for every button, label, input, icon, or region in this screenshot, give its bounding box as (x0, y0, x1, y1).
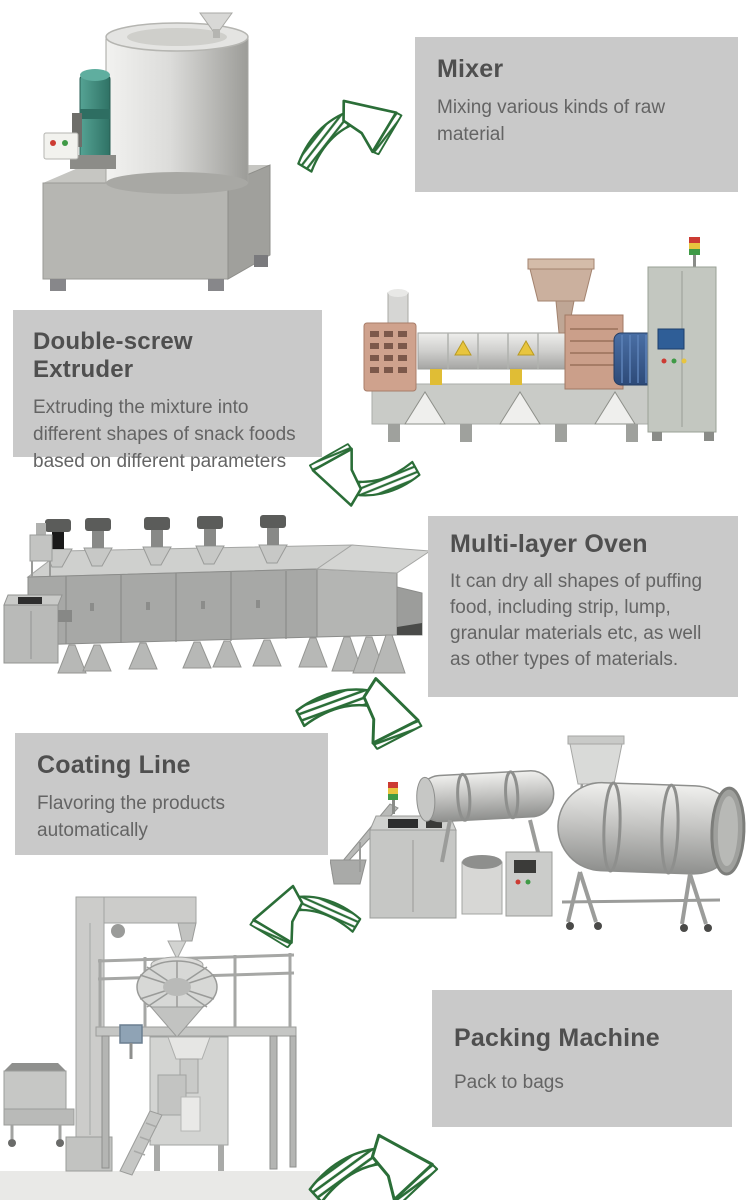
packing-machine-photo (0, 875, 320, 1200)
coating-pump-unit (505, 851, 553, 917)
multi-layer-oven-machine-photo (0, 487, 430, 685)
step-description-extruder: Extruding the mixture into different sha… (33, 397, 296, 472)
packing-info-card: Packing Machine Pack to bags (432, 990, 732, 1127)
coating-control-cabinet (369, 815, 457, 919)
step-description-oven: It can dry all shapes of puffing food, i… (450, 571, 703, 670)
coating-drum-left (416, 770, 555, 823)
oven-control-console (3, 594, 72, 664)
step-title-coating: Coating Line (37, 751, 191, 779)
oven-body (26, 544, 430, 646)
step-description-mixer: Mixing various kinds of raw material (437, 97, 666, 145)
extruder-base (371, 383, 651, 442)
coating-line-machine-photo (330, 712, 750, 937)
double-screw-extruder-machine-photo (360, 237, 750, 462)
oven-feet (57, 634, 406, 674)
extruder-motor (613, 332, 657, 386)
extruder-hopper (527, 258, 595, 334)
mixer-motor (70, 69, 116, 169)
step-title-packing: Packing Machine (454, 1024, 660, 1052)
extruder-barrel (417, 332, 569, 385)
oven-feed-tower (29, 523, 53, 577)
packing-feed-hopper (3, 1063, 75, 1147)
coating-liquid-pot (461, 855, 503, 915)
coating-signal-tower (388, 782, 398, 814)
coating-casters (566, 922, 712, 932)
coating-info-card: Coating Line Flavoring the products auto… (15, 733, 328, 855)
extruder-gearbox (564, 314, 624, 390)
packing-screen (119, 1024, 143, 1059)
flow-arrow-icon-5 (292, 1118, 448, 1200)
step-title-oven: Multi-layer Oven (450, 530, 648, 558)
coating-frame (440, 819, 721, 925)
coating-drum-right (557, 781, 746, 876)
mixer-base (42, 164, 271, 291)
step-description-coating: Flavoring the products automatically (37, 793, 225, 841)
oven-top-motors (43, 515, 288, 568)
mixer-control-box (43, 132, 79, 160)
step-title-mixer: Mixer (437, 55, 504, 83)
extruder-info-card: Double-screw Extruder Extruding the mixt… (13, 310, 322, 472)
extruder-control-cabinet (647, 237, 717, 441)
packing-elevator (65, 896, 197, 1172)
packing-discharge-conveyor (119, 1110, 163, 1176)
packing-bagger (149, 1036, 229, 1171)
mixer-info-card: Mixer Mixing various kinds of raw materi… (415, 37, 738, 192)
mixer-drum (105, 12, 249, 194)
mixer-machine-photo (18, 5, 303, 295)
oven-info-card: Multi-layer Oven It can dry all shapes o… (428, 516, 738, 697)
step-description-packing: Pack to bags (454, 1072, 564, 1093)
floor-shadow (0, 1171, 320, 1200)
step-title-extruder: Double-screw Extruder (33, 328, 207, 383)
extruder-die-box (363, 289, 417, 392)
packing-multihead-weigher (136, 940, 218, 1038)
